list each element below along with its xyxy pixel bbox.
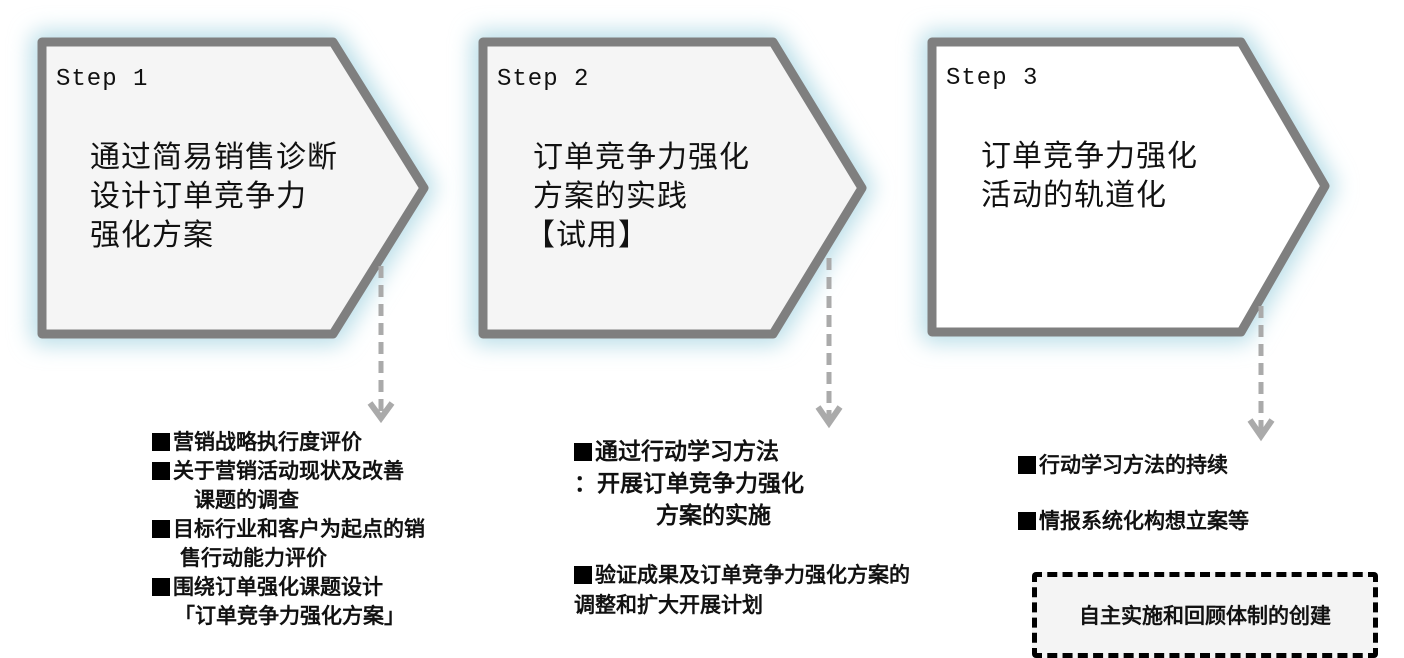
step-3-title-line: 订单竞争力强化 [981,139,1198,174]
step-2-label: Step 2 [497,66,590,93]
step-2-arrow-shape [472,31,873,345]
note-item: 行动学习方法的持续 [1018,451,1249,480]
step-2-title-line: 订单竞争力强化 [533,140,750,175]
square-bullet-icon [152,578,170,596]
note-item: 通过行动学习方法 [574,436,910,468]
square-bullet-icon [574,566,592,584]
step-2-title: 订单竞争力强化 方案的实践 【试用】 [525,138,750,255]
note-item-continuation: 课题的调查 [194,488,299,512]
step-3-title: 订单竞争力强化 活动的轨道化 [981,137,1198,215]
step-1-title-line: 强化方案 [90,218,214,253]
step-1-title: 通过简易销售诊断 设计订单竞争力 强化方案 [90,138,338,255]
square-bullet-icon [152,520,170,538]
step-1-title-line: 通过简易销售诊断 [90,140,338,175]
highlight-dashed-box: 自主实施和回顾体制的创建 [1032,572,1378,658]
step-3-notes: 行动学习方法的持续 情报系统化构想立案等 [1018,451,1249,536]
square-bullet-icon [152,462,170,480]
step-3-arrowhead-icon [1247,418,1275,442]
step-2-notes: 通过行动学习方法 ：开展订单竞争力强化 方案的实施 验证成果及订单竞争力强化方案… [574,436,910,620]
note-item: 情报系统化构想立案等 [1018,507,1249,536]
note-item: 目标行业和客户为起点的销 [152,515,425,544]
step-2-connector-arrow [815,258,843,429]
note-item-continuation: ：开展订单竞争力强化 [574,471,804,497]
step-1-label: Step 1 [56,66,149,93]
step-3-connector-arrow [1247,306,1275,442]
note-item-continuation: 方案的实施 [656,503,771,529]
step-1-title-line: 设计订单竞争力 [90,179,307,214]
note-item: 营销战略执行度评价 [152,428,425,457]
step-3-title-line: 活动的轨道化 [981,178,1167,213]
step-1-connector-arrow [367,266,395,424]
step-1-notes: 营销战略执行度评价 关于营销活动现状及改善 课题的调查 目标行业和客户为起点的销… [152,428,425,631]
step-2-title-line: 方案的实践 [533,179,688,214]
step-1-arrowhead-icon [367,401,395,424]
square-bullet-icon [1018,512,1036,530]
note-item: 围绕订单强化课题设计 [152,573,425,602]
step-2-title-line: 【试用】 [525,218,649,253]
square-bullet-icon [1018,456,1036,474]
square-bullet-icon [574,443,592,461]
step-3-label: Step 3 [946,65,1039,92]
note-item: 验证成果及订单竞争力强化方案的 [574,560,910,590]
note-item-continuation: 调整和扩大开展计划 [574,593,763,617]
note-item-continuation: 「订单竞争力强化方案」 [174,604,405,628]
step-3-arrow-shape [921,31,1336,343]
step-1-arrow-shape [31,31,435,345]
note-item: 关于营销活动现状及改善 [152,457,425,486]
step-2-arrowhead-icon [815,405,843,429]
square-bullet-icon [152,433,170,451]
note-item-continuation: 售行动能力评价 [180,546,327,570]
